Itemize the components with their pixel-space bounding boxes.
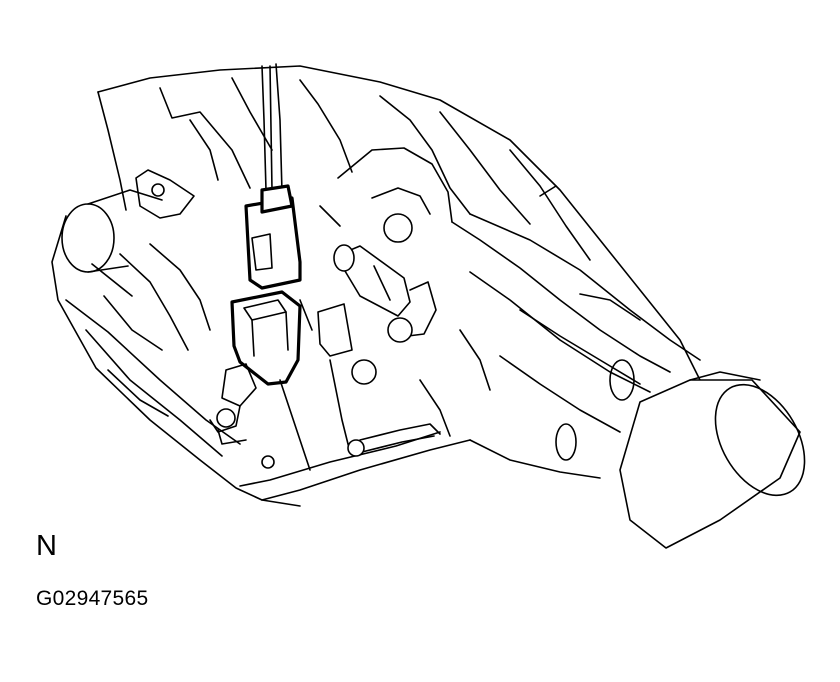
wire-harness xyxy=(261,63,283,193)
input-shaft xyxy=(61,189,163,273)
transmission-connector xyxy=(230,290,302,386)
extension-housing xyxy=(469,213,701,479)
valve-block xyxy=(279,303,377,471)
oil-pan xyxy=(51,215,471,507)
housing-ribs xyxy=(189,119,557,437)
mounting-bracket xyxy=(135,169,195,219)
figure-id: G02947565 xyxy=(36,587,149,610)
connector-bracket xyxy=(209,363,257,445)
shift-linkage xyxy=(261,423,441,469)
speed-sensor xyxy=(333,213,437,343)
output-housing xyxy=(619,371,806,549)
transmission-housing xyxy=(97,65,701,393)
harness-connector xyxy=(244,184,302,290)
view-label: N xyxy=(36,530,57,562)
